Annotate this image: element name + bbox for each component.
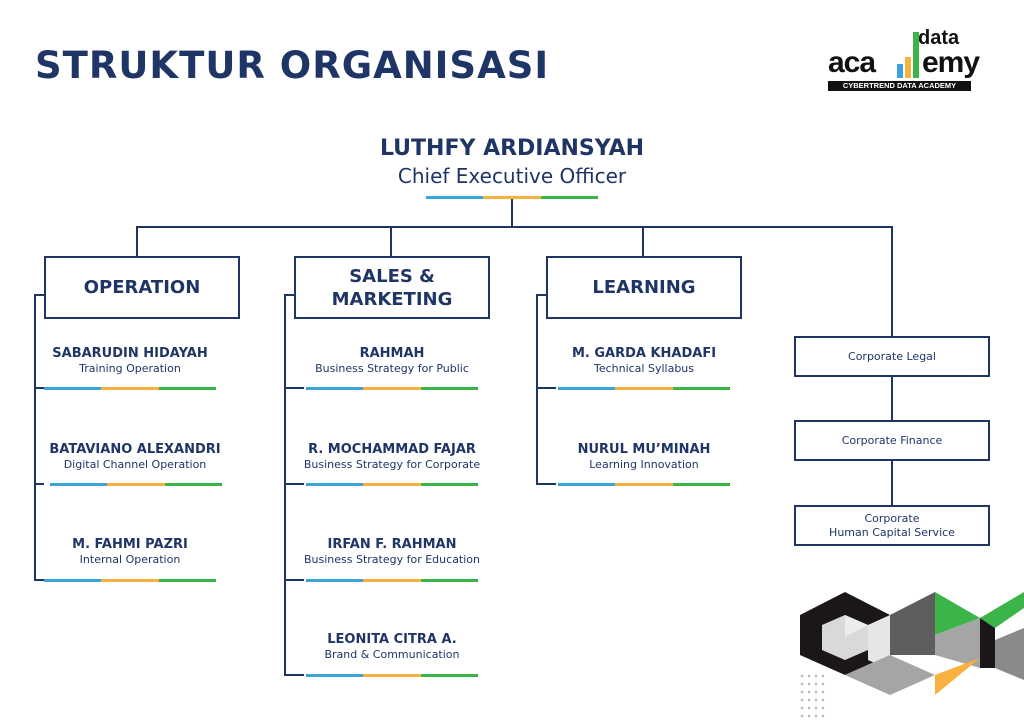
logo-aca: aca xyxy=(828,46,876,79)
page-title: STRUKTUR ORGANISASI xyxy=(35,44,550,87)
logo-tagline: CYBERTREND DATA ACADEMY xyxy=(828,81,971,91)
logo: data aca emy CYBERTREND DATA ACADEMY xyxy=(826,28,991,92)
hexagon-decoration xyxy=(800,592,1024,718)
dept-learning: LEARNING xyxy=(546,256,742,319)
ceo-name: LUTHFY ARDIANSYAH xyxy=(379,136,645,161)
corporate-finance: Corporate Finance xyxy=(794,420,990,461)
dept-sales-marketing: SALES & MARKETING xyxy=(294,256,490,319)
corporate-human-capital: Corporate Human Capital Service xyxy=(794,505,990,546)
corporate-legal: Corporate Legal xyxy=(794,336,990,377)
logo-emy: emy xyxy=(922,46,980,79)
logo-data-word: data xyxy=(918,27,960,49)
ceo-role: Chief Executive Officer xyxy=(397,164,627,188)
member-card: LEONITA CITRA A.Brand & Communication xyxy=(324,632,460,661)
dept-operation: OPERATION xyxy=(44,256,240,319)
color-bar xyxy=(426,196,598,199)
